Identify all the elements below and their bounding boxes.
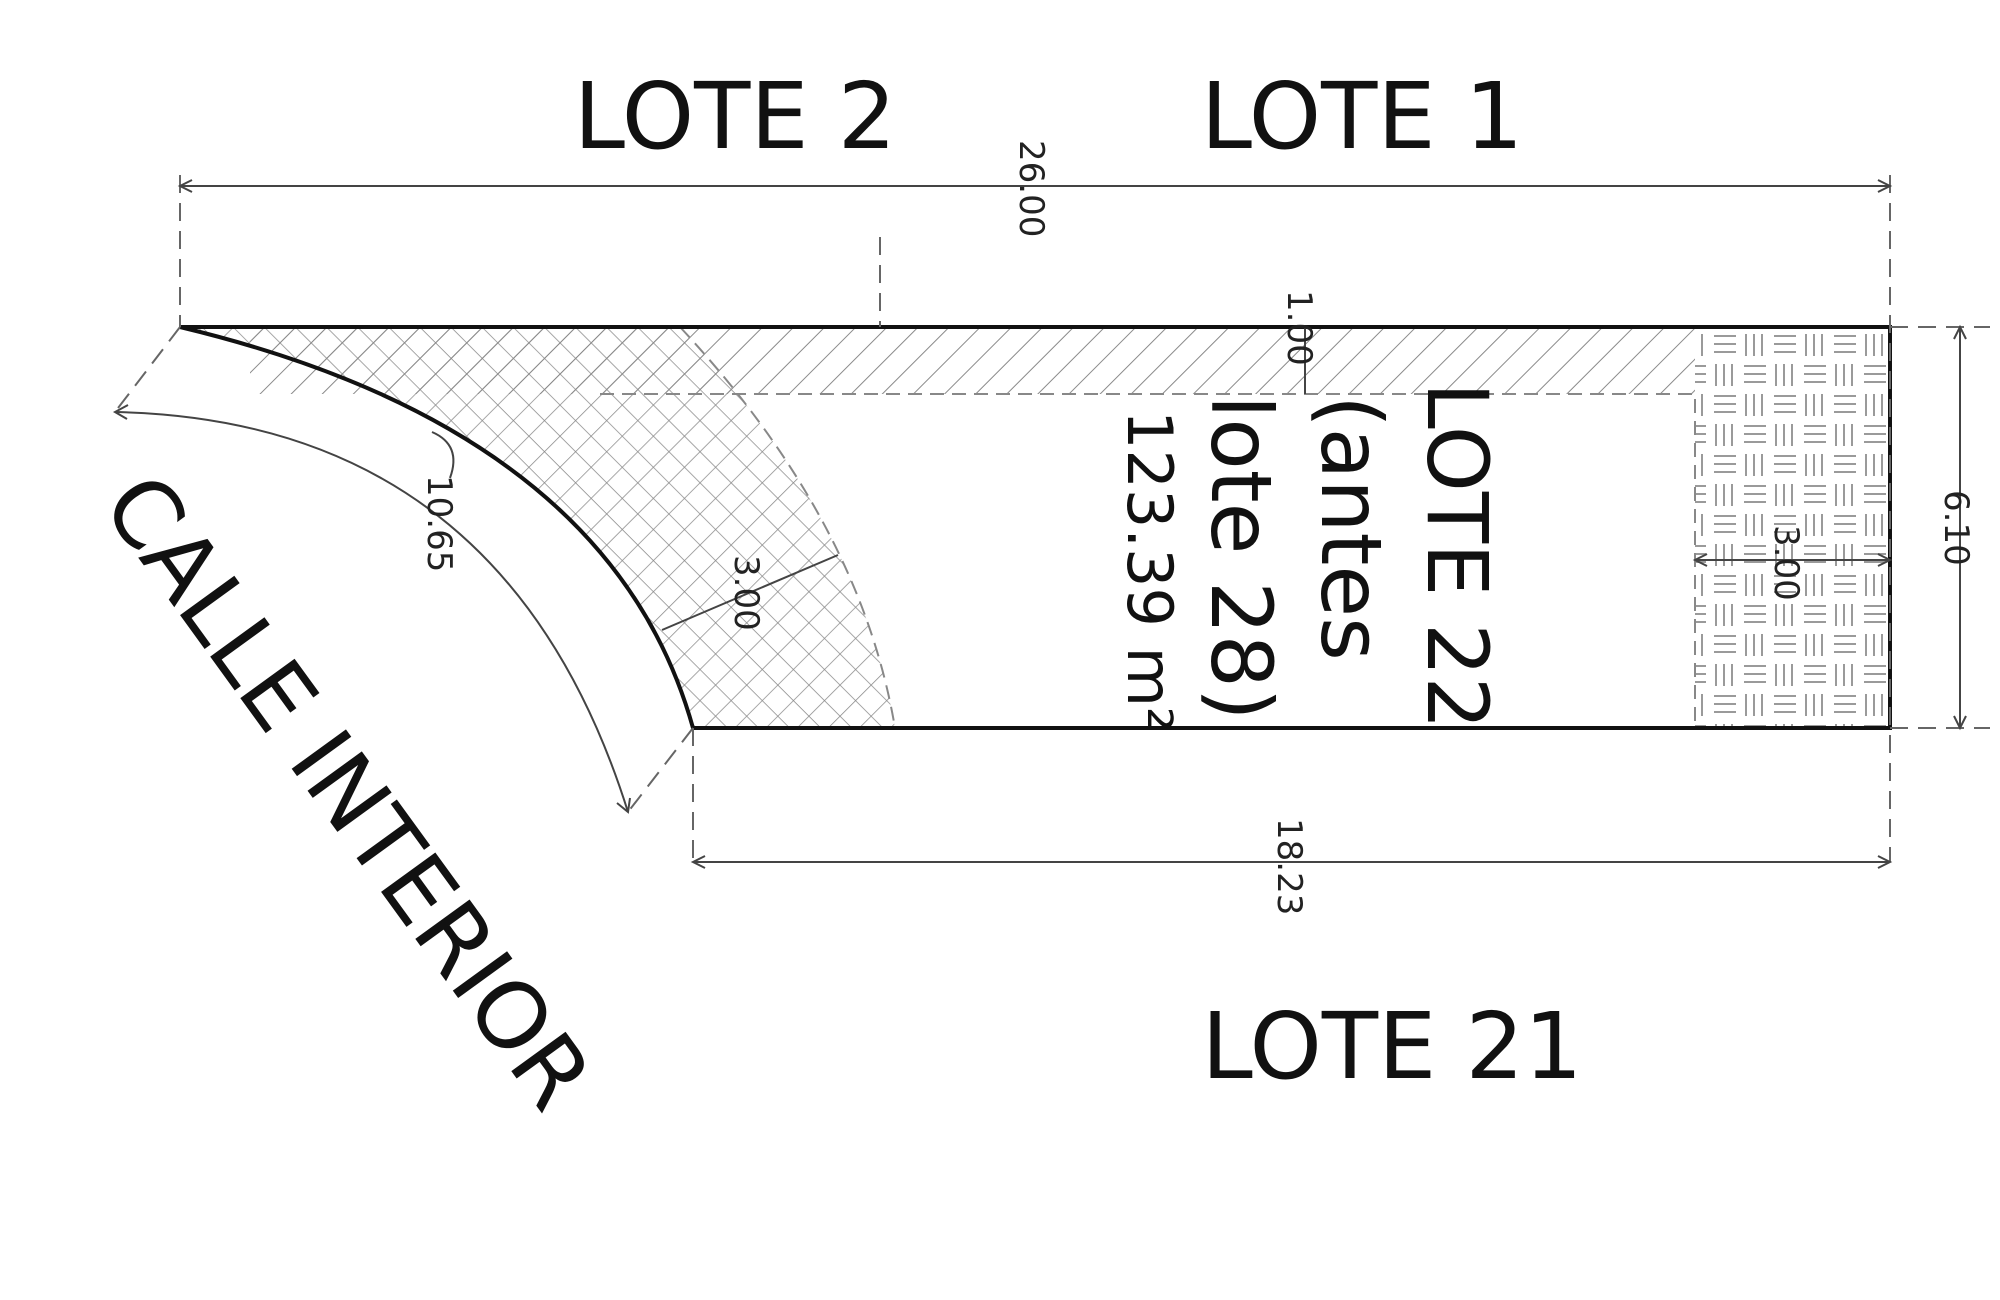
label-calle-interior: CALLE INTERIOR bbox=[82, 455, 612, 1128]
dim-tick-right-bottom bbox=[1953, 715, 1967, 731]
dim-tick-bottom-right bbox=[1877, 855, 1893, 869]
dim-text-rear-setback: 3.00 bbox=[1766, 525, 1806, 601]
setback-zone-curve bbox=[180, 327, 895, 728]
label-lote-22-area: 123.39 m² bbox=[1113, 410, 1186, 732]
dim-tick-top-left bbox=[177, 179, 193, 193]
dim-tick-right-top bbox=[1953, 324, 1967, 340]
setback-line-curve bbox=[679, 326, 896, 729]
dim-text-arc-length: 10.65 bbox=[419, 475, 459, 572]
dim-tick-bottom-left bbox=[690, 855, 706, 869]
arc-symbol bbox=[431, 431, 455, 479]
dim-tick-arc-end bbox=[616, 797, 631, 814]
dim-text-curve-setback: 3.00 bbox=[726, 555, 766, 631]
dim-tick-arc-start bbox=[112, 404, 129, 420]
dim-tick-top-right bbox=[1877, 179, 1893, 193]
label-lote-21: LOTE 21 bbox=[1201, 993, 1582, 1100]
label-lote-22-prev: (antes bbox=[1302, 395, 1400, 661]
dim-arc-frontage bbox=[114, 411, 629, 813]
label-lote-2: LOTE 2 bbox=[574, 63, 897, 170]
ext-line-arc-end bbox=[627, 727, 694, 813]
dim-text-top-total: 26.00 bbox=[1011, 140, 1051, 237]
dim-tick-rear-right bbox=[1877, 553, 1893, 567]
dim-text-bottom-front: 18.23 bbox=[1269, 818, 1309, 915]
dim-text-setback-top: 1.00 bbox=[1279, 290, 1319, 366]
setback-zone-rear bbox=[1695, 327, 1890, 728]
ext-line-arc-start bbox=[114, 326, 181, 413]
dim-line-curve-setback bbox=[661, 554, 839, 631]
dim-tick-rear-left bbox=[1692, 553, 1708, 567]
label-lote-22-title: LOTE 22 bbox=[1408, 382, 1506, 730]
label-lote-22-prev2: lote 28) bbox=[1192, 395, 1290, 721]
dim-text-right-depth: 6.10 bbox=[1936, 490, 1976, 566]
lot-boundary bbox=[179, 325, 1892, 730]
setback-line-top bbox=[600, 393, 1696, 728]
label-lote-1: LOTE 1 bbox=[1201, 63, 1524, 170]
